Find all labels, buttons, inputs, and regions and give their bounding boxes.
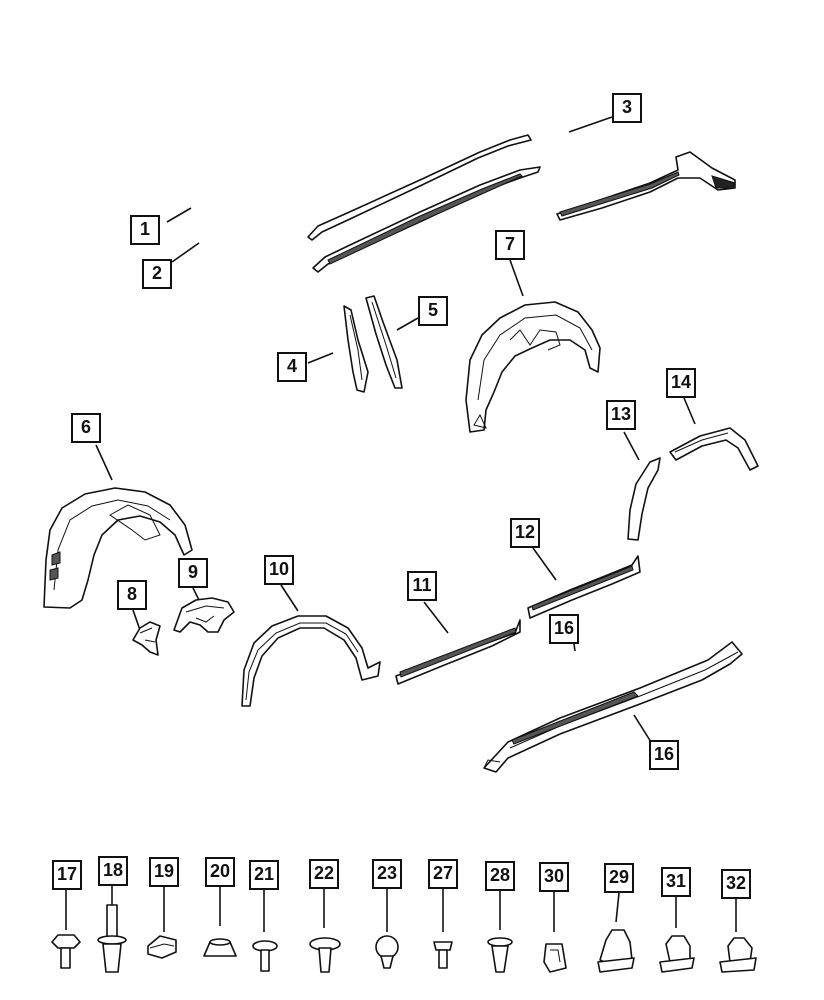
- fastener-21: [252, 940, 278, 972]
- fastener-31: [659, 935, 695, 973]
- callout-16-lower: 16: [649, 740, 679, 770]
- callout-29: 29: [604, 863, 634, 893]
- callout-13: 13: [606, 400, 636, 430]
- roof-rail-molding-upper: [307, 134, 532, 241]
- rear-flare-front-section: [627, 457, 661, 541]
- callout-21: 21: [249, 860, 279, 890]
- callout-6: 6: [71, 413, 101, 443]
- leader-lines: [65, 116, 737, 932]
- front-wheel-flare: [241, 615, 381, 707]
- bracket-8: [132, 621, 161, 656]
- callout-3: 3: [612, 93, 642, 123]
- fastener-29: [597, 929, 635, 973]
- fastener-22: [309, 937, 341, 973]
- callout-11: 11: [407, 571, 437, 601]
- callout-1: 1: [130, 215, 160, 245]
- pillar-applique-right: [365, 295, 403, 389]
- callout-30: 30: [539, 862, 569, 892]
- fastener-17: [51, 934, 81, 969]
- fastener-27: [433, 941, 453, 969]
- front-door-molding: [395, 619, 521, 685]
- rear-wheel-flare: [669, 427, 759, 471]
- rear-roof-molding: [556, 151, 736, 221]
- fastener-30: [543, 943, 567, 973]
- callout-5: 5: [418, 296, 448, 326]
- callout-27: 27: [428, 859, 458, 889]
- callout-23: 23: [372, 859, 402, 889]
- fastener-18: [97, 904, 127, 973]
- rocker-molding: [483, 641, 743, 773]
- callout-17: 17: [52, 860, 82, 890]
- rear-door-molding: [527, 555, 641, 619]
- bracket-9: [173, 597, 235, 633]
- fastener-23: [375, 935, 399, 969]
- fastener-19: [147, 935, 177, 959]
- callout-10: 10: [264, 555, 294, 585]
- callout-4: 4: [277, 352, 307, 382]
- rear-wheelhouse-liner: [465, 301, 601, 433]
- callout-32: 32: [721, 869, 751, 899]
- callout-16-upper: 16: [549, 614, 579, 644]
- pillar-applique-left: [343, 305, 369, 393]
- callout-18: 18: [98, 856, 128, 886]
- callout-2: 2: [142, 259, 172, 289]
- callout-9: 9: [178, 558, 208, 588]
- callout-28: 28: [485, 861, 515, 891]
- front-wheelhouse-liner: [43, 487, 193, 609]
- callout-20: 20: [205, 857, 235, 887]
- callout-19: 19: [149, 857, 179, 887]
- fastener-20: [203, 938, 237, 957]
- fastener-32: [719, 937, 757, 973]
- callout-14: 14: [666, 368, 696, 398]
- callout-31: 31: [661, 867, 691, 897]
- callout-7: 7: [495, 230, 525, 260]
- roof-rail-molding-lower: [312, 166, 541, 273]
- fastener-28: [487, 937, 513, 973]
- callout-8: 8: [117, 580, 147, 610]
- callout-22: 22: [309, 859, 339, 889]
- callout-12: 12: [510, 518, 540, 548]
